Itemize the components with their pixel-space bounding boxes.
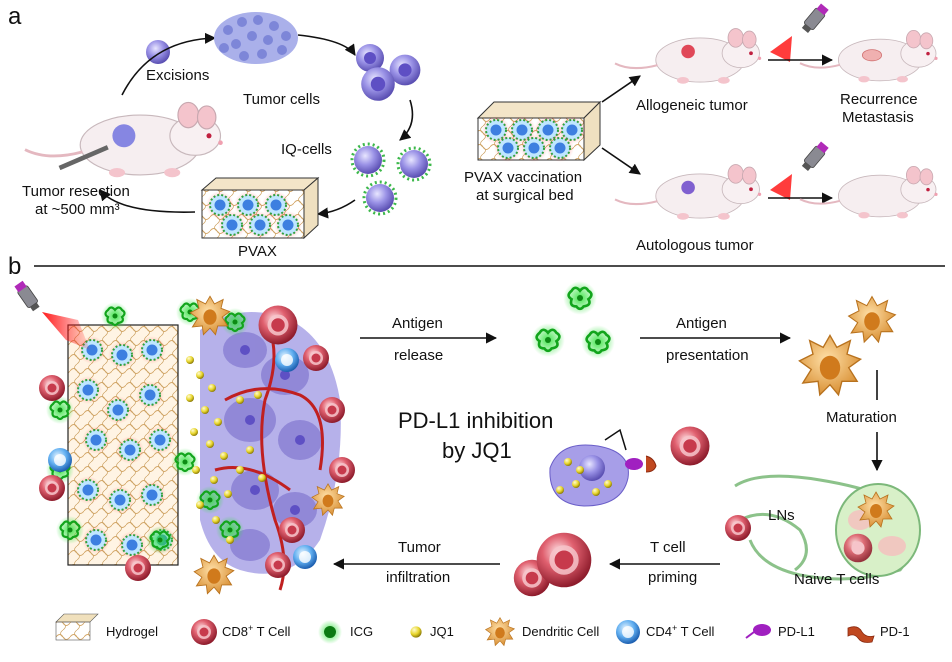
hydrogel-block [67,324,179,566]
legend-cd4-sup: + [672,623,677,633]
panel-b-letter: b [8,253,21,280]
tumor-tissue [200,312,341,591]
primed-t-cells [513,532,592,597]
legend-jq1-label: JQ1 [430,624,454,639]
cured-mouse [798,165,939,220]
maturation-label: Maturation [826,409,897,426]
legend-dendritic-swatch [485,617,515,646]
tumor-resection-label-1: Tumor resection [22,183,130,200]
allogeneic-laser-torch [799,2,830,35]
pdl1-inhibition-label-2: by JQ1 [442,438,512,463]
arrow-pvax-to-mouse [99,189,196,213]
allogeneic-tumor-label: Allogeneic tumor [636,97,748,114]
pvax-label: PVAX [238,243,277,260]
arrow-iq-cells-to-pvax [316,199,356,219]
pvax-vaccination-label-2: at surgical bed [476,187,574,204]
legend-cd4-prefix: CD4 [646,624,672,639]
autologous-laser-beam [770,174,792,200]
legend-cd8-sup: + [248,623,253,633]
allogeneic-laser-beam [770,36,792,62]
panel-a-letter: a [8,3,22,30]
lns-label: LNs [768,507,795,524]
autologous-laser-torch [799,140,830,173]
legend-pdl1-swatch [745,624,771,639]
panel-b-laser-torch [13,279,42,313]
t-cell-priming-label-2: priming [648,569,697,586]
legend-pd1-swatch [847,626,875,643]
legend: Hydrogel CD8+ T Cell ICG JQ1 Dendritic C… [55,613,910,646]
legend-cd8-prefix: CD8 [222,624,248,639]
isolated-tumor-cells [356,44,421,101]
legend-pdl1-label: PD-L1 [778,624,815,639]
released-antigens [529,279,617,361]
pvax-vaccination-box [476,100,602,163]
legend-cd4-label: CD4+ T Cell [646,623,714,639]
iq-cells-group [350,142,432,216]
recurrence-label: Recurrence [840,91,918,108]
naive-t-cells-label: Naive T cells [794,571,879,588]
allogeneic-mouse [613,27,763,85]
legend-cd8-suffix: T Cell [253,624,290,639]
legend-pd1-label: PD-1 [880,624,910,639]
pdl1-inhibition-label-1: PD-L1 inhibition [398,408,553,433]
pdl1-inhibition-illustration [549,426,710,507]
legend-dendritic-label: Dendritic Cell [522,624,599,639]
legend-icg-swatch [318,620,342,644]
tumor-cells-label: Tumor cells [243,91,320,108]
legend-cd8-label: CD8+ T Cell [222,623,290,639]
resection-mouse-illustration [23,101,225,179]
autologous-mouse [613,163,763,221]
legend-jq1-swatch [410,626,422,638]
antigen-presentation-label-1: Antigen [676,315,727,332]
autologous-tumor-label: Autologous tumor [636,237,754,254]
tumor-infiltration-label-2: infiltration [386,569,450,586]
metastasis-label: Metastasis [842,109,914,126]
legend-cd8-swatch [191,619,217,645]
presenting-dendritic-cells [798,295,897,396]
arrow-to-iq-cells [399,99,414,141]
lymph-node-t-cell [725,515,751,541]
recurrence-mouse [798,29,939,84]
legend-hydrogel-label: Hydrogel [106,624,158,639]
legend-cd4-swatch [616,620,640,644]
antigen-presentation-label-2: presentation [666,347,749,364]
pvax-vaccination-label-1: PVAX vaccination [464,169,582,186]
tumor-resection-label-2: at ~500 mm³ [35,201,120,218]
t-cell-priming-label-1: T cell [650,539,686,556]
antigen-release-label-1: Antigen [392,315,443,332]
legend-icg-label: ICG [350,624,373,639]
arrow-to-allogeneic [601,75,641,103]
antigen-release-label-2: release [394,347,443,364]
panel-b-laser-beam [42,312,90,350]
iq-cells-label: IQ-cells [281,141,332,158]
legend-cd4-suffix: T Cell [677,624,714,639]
pvax-hydrogel-box [200,176,320,240]
arrow-to-autologous [601,147,641,175]
arrow-excision-to-tumor-cells [121,32,217,96]
lymph-node-illustration [734,474,921,581]
legend-hydrogel-swatch [55,613,99,641]
tumor-infiltration-label-1: Tumor [398,539,441,556]
excisions-label: Excisions [146,67,209,84]
tumor-cell-cluster [214,12,298,64]
arrow-tumor-cells-to-pvax-cells [297,34,356,56]
